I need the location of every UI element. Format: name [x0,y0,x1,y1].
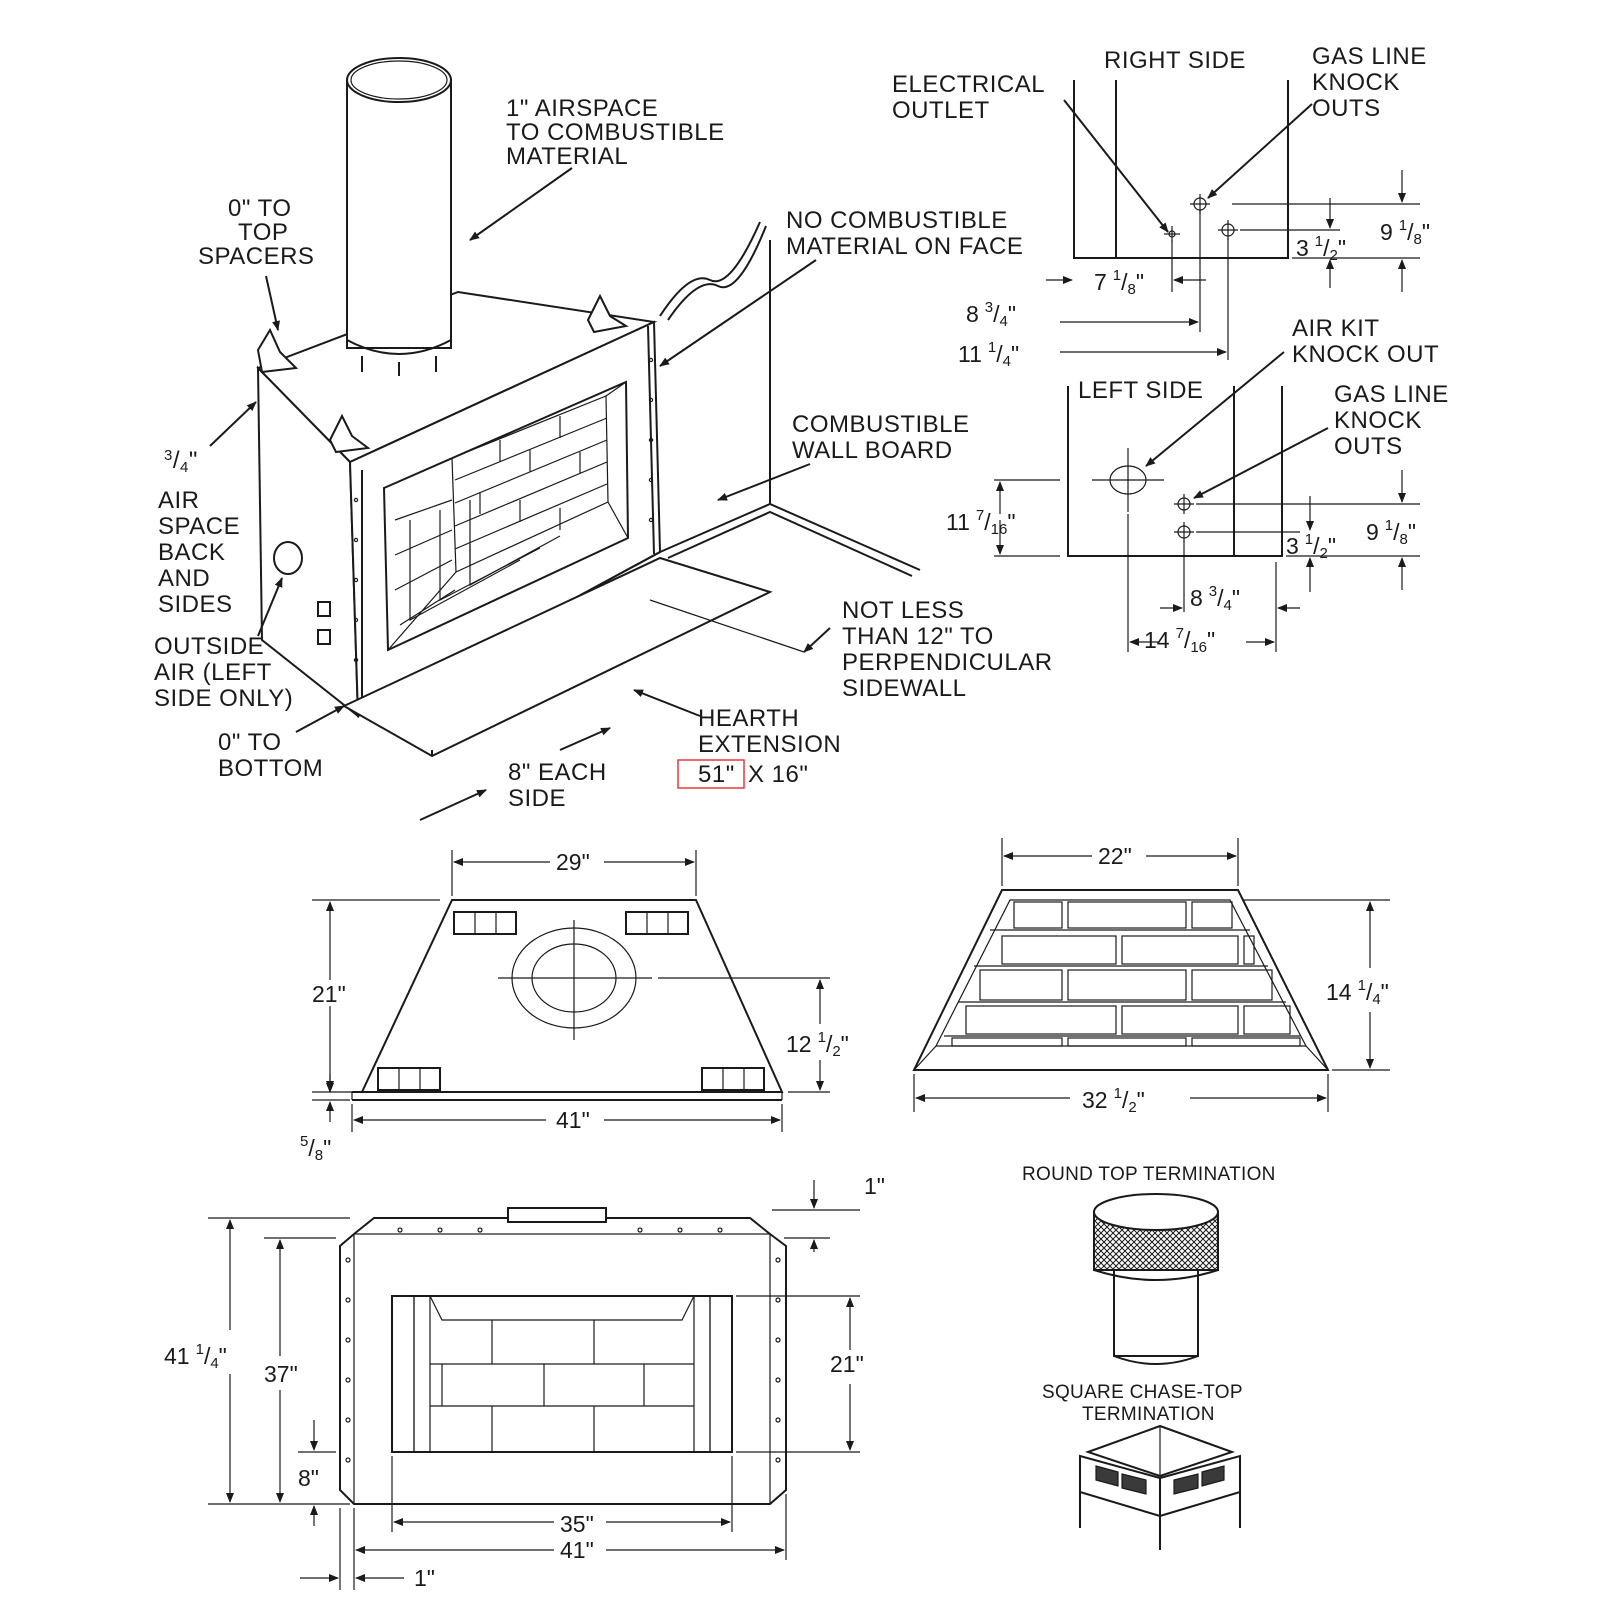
air-space-label-5: SIDES [158,591,233,618]
zero-bottom-label-1: 0" TO [218,729,282,756]
each-side-label-1: 8" EACH [508,759,607,786]
hearth-width: 51" [698,761,735,788]
left-gas-label-2: KNOCK [1334,407,1422,434]
hearth-depth: X 16" [748,761,808,788]
square-termination-label-1: SQUARE CHASE-TOP [1042,1382,1243,1403]
hearth-label-2: EXTENSION [698,731,841,758]
flue-collar [498,920,652,1040]
flue-pipe [346,57,452,376]
top-spacers [256,293,629,454]
top-w-bottom: 41" [556,1107,590,1133]
right-gas-label-2: KNOCK [1312,69,1400,96]
hearth-label-1: HEARTH [698,705,799,732]
firebox-w-top: 22" [1098,843,1132,869]
top-w-top: 29" [556,849,590,875]
right-side-view: RIGHT SIDE ELECTRICAL OUTLET GAS LINE KN… [892,43,1430,370]
top-depth: 21" [312,981,346,1007]
firebox-bricks [394,416,608,626]
left-side-title: LEFT SIDE [1078,377,1203,404]
electrical-label-1: ELECTRICAL [892,71,1045,98]
right-side-title: RIGHT SIDE [1104,47,1246,74]
outside-air-label-2: AIR (LEFT [154,659,272,686]
outside-air-label-1: OUTSIDE [154,633,264,660]
air-space-label-4: AND [158,565,210,592]
air-kit-label-2: KNOCK OUT [1292,341,1439,368]
air-kit-knockout [1092,448,1164,512]
combustible-wall-label-2: WALL BOARD [792,437,953,464]
front-side1: 1" [414,1565,435,1591]
front-h37: 37" [264,1361,298,1387]
air-space-label-1: AIR [158,487,200,514]
hearth-width-highlight [677,759,745,789]
front-open-w: 35" [560,1511,594,1537]
electrical-label-2: OUTLET [892,97,990,124]
square-chase-top-termination: SQUARE CHASE-TOP TERMINATION [1042,1382,1243,1550]
round-termination-label: ROUND TOP TERMINATION [1022,1164,1276,1185]
zero-bottom-label-2: BOTTOM [218,755,323,782]
left-gas-knockouts [1174,494,1194,542]
right-gas-label-1: GAS LINE [1312,43,1427,70]
air-kit-label-1: AIR KIT [1292,315,1380,342]
left-gas-label-1: GAS LINE [1334,381,1449,408]
left-side-view: LEFT SIDE AIR KIT KNOCK OUT GAS LINE KNO… [946,315,1449,656]
right-gas-label-3: OUTS [1312,95,1381,122]
round-top-termination: ROUND TOP TERMINATION [1022,1164,1276,1365]
airspace-label-1: 1" AIRSPACE [506,95,658,122]
outside-air-label-3: SIDE ONLY) [154,685,293,712]
combustible-wall-label-1: COMBUSTIBLE [792,411,970,438]
no-combustible-label-1: NO COMBUSTIBLE [786,207,1008,234]
airspace-label-3: MATERIAL [506,143,628,170]
sidewall-label-2: THAN 12" TO [842,623,994,650]
air-space-label-3: BACK [158,539,225,566]
front-top1: 1" [864,1173,885,1199]
top-spacers-label-1: 0" TO [228,195,292,222]
sidewall-label-4: SIDEWALL [842,675,966,702]
front-h8: 8" [298,1465,319,1491]
no-combustible-label-2: MATERIAL ON FACE [786,233,1023,260]
top-spacers-label-3: SPACERS [198,243,314,270]
sidewall-label-1: NOT LESS [842,597,964,624]
front-open-h: 21" [830,1351,864,1377]
left-gas-label-3: OUTS [1334,433,1403,460]
top-lip: 5/8" [300,1133,331,1164]
right-gas-knockouts [1164,194,1238,242]
each-side-label-2: SIDE [508,785,566,812]
isometric-fireplace [256,57,921,758]
air-space-label-2: SPACE [158,513,240,540]
front-firebox-bricks [430,1320,694,1452]
iso-labels: 1" AIRSPACE TO COMBUSTIBLE MATERIAL 0" T… [154,95,1053,821]
combustible-wall-board [659,221,921,577]
top-vent-grilles [377,911,765,1091]
airspace-label-2: TO COMBUSTIBLE [506,119,725,146]
sidewall-label-3: PERPENDICULAR [842,649,1053,676]
firebox-brick-rows [944,901,1301,1047]
front-total-w: 41" [560,1537,594,1563]
square-termination-label-2: TERMINATION [1082,1404,1215,1425]
top-spacers-label-2: TOP [238,219,288,246]
air-space-frac-num: 3/4" [164,447,198,476]
